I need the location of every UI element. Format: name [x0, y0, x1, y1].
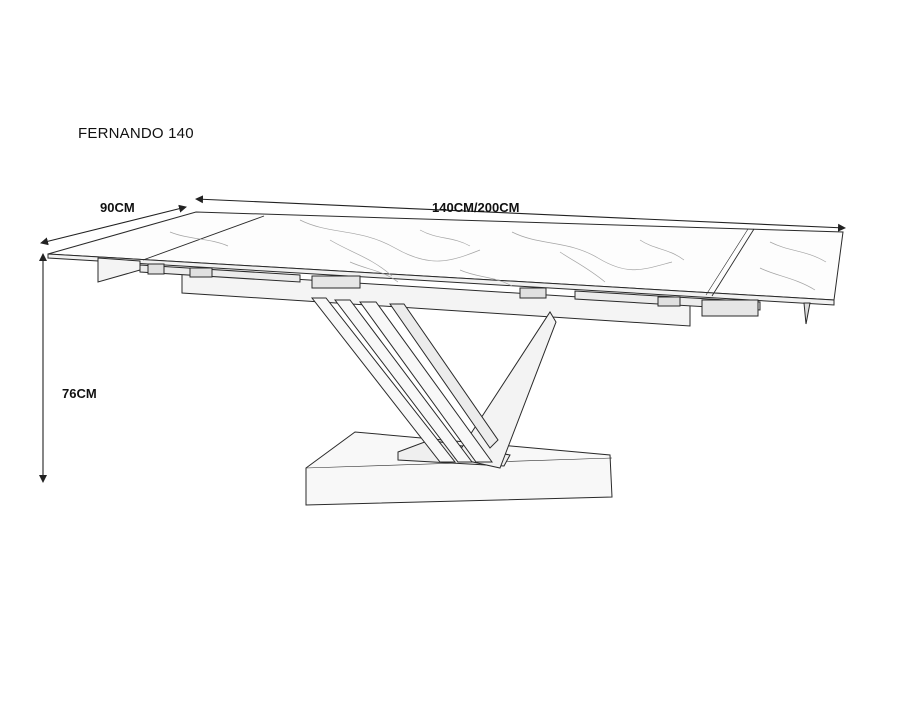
table-top — [47, 211, 844, 306]
product-title: FERNANDO 140 — [78, 125, 194, 142]
length-label: 140CM/200CM — [432, 200, 520, 215]
under-frame — [97, 257, 811, 327]
pedestal-base — [305, 297, 613, 506]
depth-label: 90CM — [100, 200, 135, 215]
depth-dimension-line — [40, 204, 187, 246]
marble-texture — [169, 219, 827, 291]
length-dimension-line — [195, 195, 846, 232]
height-label: 76CM — [62, 386, 97, 401]
